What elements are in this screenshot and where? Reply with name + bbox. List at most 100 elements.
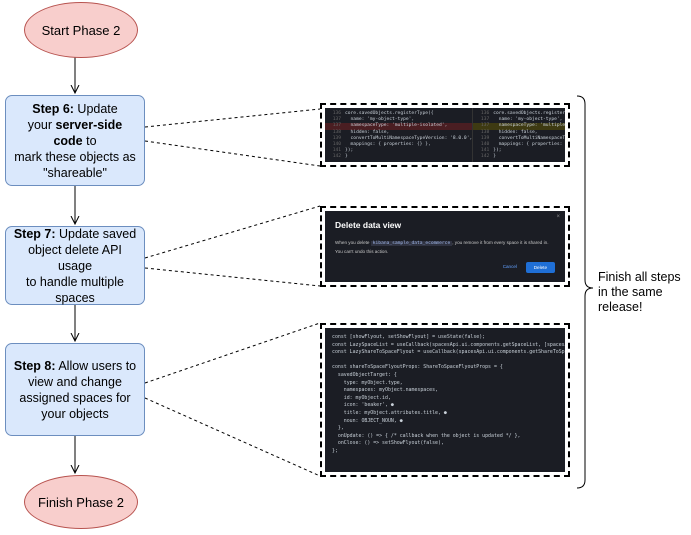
- step-6-text-2a: your: [27, 117, 56, 132]
- code-line: onUpdate: () => { /* callback when the o…: [332, 432, 521, 439]
- code-text: });: [345, 148, 354, 154]
- line-number: 138: [480, 129, 490, 135]
- modal-data-view-chip: kibana_sample_data_ecommerce: [370, 241, 453, 246]
- release-brace: [576, 95, 594, 489]
- step-6-bold: server-side code: [53, 117, 123, 148]
- code-line: const shareToSpaceFlyoutProps: ShareToSp…: [332, 364, 503, 371]
- step-8-text-4: your objects: [41, 406, 109, 421]
- diff-right-line: 139 convertToMultiNamespaceTypeVersion: …: [473, 136, 565, 142]
- code-line: const [showFlyout, setShowFlyout] = useS…: [332, 334, 486, 340]
- dashed-link-step6-top: [144, 108, 321, 128]
- code-line: onClose: () => setShowFlyout(false),: [332, 440, 444, 447]
- code-line: noun: OBJECT_NOUN, ●: [332, 417, 403, 424]
- line-number: 136: [332, 111, 341, 116]
- code-line: id: myObject.id,: [332, 394, 391, 401]
- step-7-box: Step 7: Update saved object delete API u…: [5, 226, 145, 305]
- dashed-link-step8-bottom: [144, 397, 321, 477]
- diff-right-line: 142}: [473, 154, 565, 160]
- diff-left-line: 136 core.savedObjects.registerType({: [325, 111, 472, 117]
- code-line: },: [332, 425, 344, 432]
- share-flyout-code-screenshot: const [showFlyout, setShowFlyout] = useS…: [320, 323, 570, 477]
- diff-right-line: 137 namespaceType: 'multiple',: [473, 123, 565, 130]
- finish-phase-node: Finish Phase 2: [24, 475, 138, 529]
- code-text: mappings: { properties: {} },: [498, 141, 563, 147]
- close-icon: ×: [556, 214, 560, 220]
- diff-right-line: 137 name: 'my-object-type',: [473, 117, 565, 123]
- code-line: const LazyShareToSpaceFlyout = useCallba…: [332, 349, 565, 356]
- step-6-text-2b: to: [82, 133, 97, 148]
- line-number: 142: [480, 154, 490, 160]
- diff-left-line: 137 name: 'my-object-type',: [325, 117, 472, 123]
- diff-left-line: 141});: [325, 148, 472, 154]
- modal-cancel-button: Cancel: [502, 264, 517, 269]
- code-text: }: [493, 154, 497, 160]
- modal-body: When you delete kibana_sample_data_ecomm…: [335, 239, 555, 256]
- modal-title: Delete data view: [335, 220, 402, 230]
- code-text: convertToMultiNamespaceTypeVersion: '8.0…: [498, 135, 565, 141]
- release-note-line-2: in the same: [598, 285, 663, 299]
- start-phase-label: Start Phase 2: [41, 22, 121, 38]
- diff-left-line: 137 namespaceType: 'multiple-isolated',: [325, 123, 473, 130]
- code-text: convertToMultiNamespaceTypeVersion: '8.0…: [345, 135, 473, 141]
- step-8-box: Step 8: Allow users to view and change a…: [5, 343, 145, 436]
- diff-left-line: 139 convertToMultiNamespaceTypeVersion: …: [325, 135, 473, 142]
- step-6-box: Step 6: Update your server-side code to …: [5, 95, 145, 186]
- step-7-text-2: object delete API usage: [28, 242, 122, 273]
- line-number: 140: [480, 141, 490, 147]
- step-8-number: Step 8:: [13, 358, 56, 373]
- dashed-link-step7-top: [144, 205, 321, 259]
- code-text: core.savedObjects.registerType({: [493, 111, 565, 116]
- step-8-text-2: view and change: [28, 374, 122, 389]
- line-number: 137: [480, 117, 490, 123]
- code-line: };: [332, 447, 338, 454]
- dashed-link-step8-top: [144, 322, 321, 384]
- step-6-text-3: mark these objects as: [14, 149, 136, 164]
- diff-right-line: 141});: [473, 148, 565, 154]
- line-number: 136: [480, 111, 490, 116]
- line-number: 138: [332, 129, 341, 135]
- step-7-number: Step 7:: [13, 226, 56, 241]
- code-text: hidden: false,: [345, 129, 390, 135]
- step-8-text: Allow users to: [55, 358, 137, 373]
- modal-delete-button: Delete: [525, 262, 555, 273]
- release-note: Finish all steps in the same release!: [598, 270, 688, 315]
- step-6-text-4: "shareable": [43, 165, 107, 180]
- delete-modal-screenshot: Delete data view × When you delete kiban…: [320, 206, 570, 287]
- code-text: hidden: false,: [493, 129, 538, 135]
- start-phase-node: Start Phase 2: [24, 2, 138, 58]
- line-number: 137: [332, 123, 341, 129]
- release-note-line-3: release!: [598, 300, 643, 314]
- code-line: savedObjectTarget: {: [332, 371, 397, 378]
- step-7-text-3: to handle multiple spaces: [26, 274, 124, 305]
- code-line: [332, 357, 558, 365]
- code-text: });: [493, 148, 502, 154]
- diff-right-line: 140 mappings: { properties: {} },: [473, 142, 565, 148]
- diff-left-line: 138 hidden: false,: [325, 130, 472, 136]
- dashed-link-step6-bottom: [144, 140, 321, 167]
- code-text: }: [345, 154, 348, 160]
- code-text: name: 'my-object-type',: [493, 117, 563, 123]
- modal-body-pre: When you delete: [335, 240, 371, 245]
- line-number: 141: [332, 148, 341, 154]
- diff-left-line: 142}: [325, 154, 472, 160]
- step-7-text: Update saved: [55, 226, 137, 241]
- diff-right-line: 138 hidden: false,: [473, 130, 565, 136]
- code-text: namespaceType: 'multiple-isolated',: [345, 123, 448, 129]
- code-text: namespaceType: 'multiple',: [493, 123, 565, 129]
- code-line: title: myObject.attributes.title, ●: [332, 409, 447, 416]
- code-text: name: 'my-object-type',: [345, 117, 415, 123]
- line-number: 139: [480, 135, 490, 141]
- line-number: 142: [332, 154, 341, 160]
- line-number: 141: [480, 148, 490, 154]
- code-line: type: myObject.type,: [332, 379, 403, 386]
- modal-body-post: , you remove it from every space it is s…: [335, 240, 549, 254]
- code-text: core.savedObjects.registerType({: [345, 111, 434, 116]
- code-text: mappings: { properties: {} },: [345, 141, 431, 147]
- diff-left-line: 140 mappings: { properties: {} },: [325, 142, 472, 148]
- code-line: namespaces: myObject.namespaces,: [332, 387, 438, 394]
